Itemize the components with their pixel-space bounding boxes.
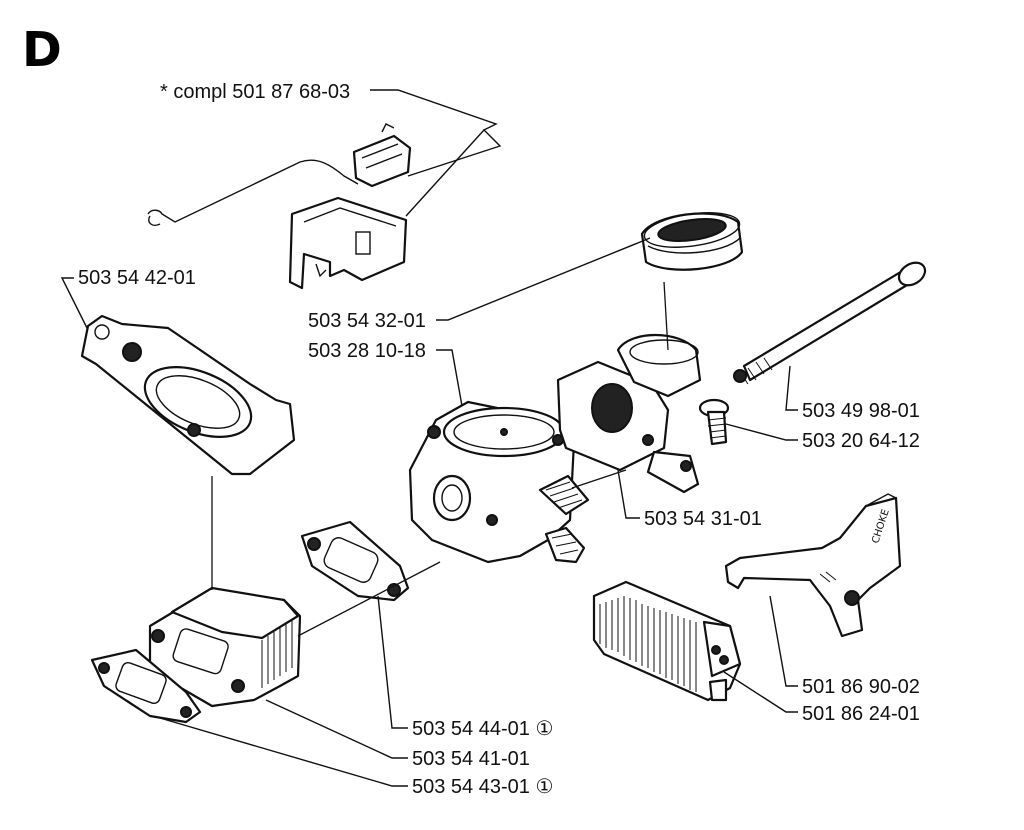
label-503-28-10-18: 503 28 10-18 [308, 340, 426, 362]
leader-lines [60, 89, 798, 787]
label-503-54-44-01: 503 54 44-01 ① [412, 718, 553, 740]
carburetor [408, 400, 590, 564]
label-503-20-64-12: 503 20 64-12 [802, 430, 920, 452]
label-501-86-24-01: 501 86 24-01 [802, 703, 920, 725]
label-compl: * compl 501 87 68-03 [160, 81, 350, 103]
throttle-rod-assembly [147, 123, 412, 226]
carburetor-adaptor [556, 333, 702, 494]
label-503-54-41-01: 503 54 41-01 [412, 748, 530, 770]
label-503-54-31-01: 503 54 31-01 [644, 508, 762, 530]
label-503-54-43-01: 503 54 43-01 ① [412, 776, 553, 798]
label-503-54-32-01: 503 54 32-01 [308, 310, 426, 332]
label-501-86-90-02: 501 86 90-02 [802, 676, 920, 698]
assembly-axes [211, 281, 669, 637]
intake-manifold [148, 586, 302, 708]
air-filter [592, 580, 742, 702]
section-letter: D [22, 22, 62, 78]
long-bolt [733, 261, 927, 385]
screw [698, 398, 730, 446]
throttle-bracket [288, 196, 408, 290]
intake-flange [80, 314, 296, 476]
label-503-49-98-01: 503 49 98-01 [802, 400, 920, 422]
intake-boot [640, 212, 744, 271]
gasket-middle [300, 520, 410, 602]
label-503-54-42-01: 503 54 42-01 [78, 267, 196, 289]
gasket-lower [90, 648, 202, 724]
choke-lever: CHOKE [724, 493, 902, 638]
